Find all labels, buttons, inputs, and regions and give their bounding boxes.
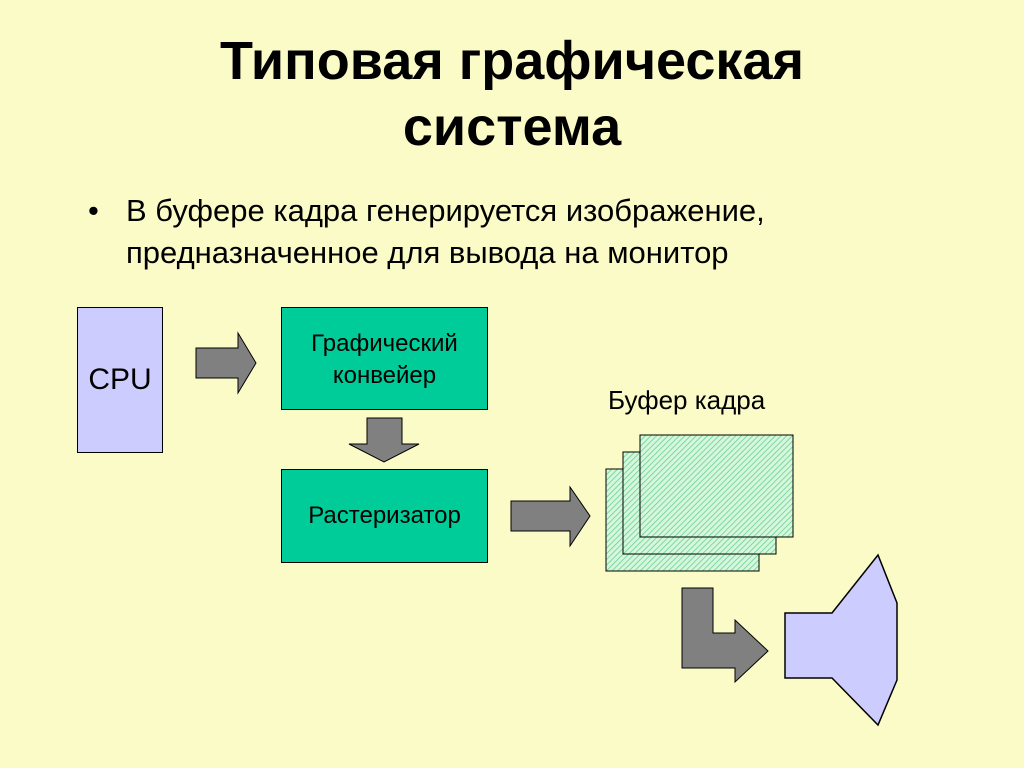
arrow-rasterizer-to-framebuffer: [510, 485, 591, 548]
frame-buffer-stack: [605, 434, 794, 572]
graphics-pipeline-label: Графический конвейер: [311, 328, 458, 392]
rasterizer-label: Растеризатор: [308, 502, 461, 529]
arrow-cpu-to-pipeline: [195, 331, 257, 395]
bullet-text: В буфере кадра генерируется изображение,…: [126, 190, 986, 274]
slide-title-line-1: Типовая графическая: [220, 31, 804, 91]
graphics-pipeline-label-line-2: конвейер: [332, 362, 437, 389]
bullet-marker: •: [88, 193, 99, 228]
slide-title: Типовая графическая система: [0, 28, 1024, 160]
cpu-label: CPU: [88, 363, 152, 396]
arrow-pipeline-to-rasterizer: [348, 417, 420, 463]
graphics-pipeline-label-line-1: Графический: [311, 330, 458, 357]
rasterizer-box: Растеризатор: [281, 469, 488, 563]
frame-buffer-label: Буфер кадра: [608, 385, 766, 415]
bullet-text-line-2: предназначенное для вывода на монитор: [126, 235, 729, 270]
monitor-icon: [784, 553, 898, 727]
frame-buffer-layer-front: [639, 434, 794, 538]
bullet-text-line-1: В буфере кадра генерируется изображение,: [126, 193, 765, 228]
graphics-pipeline-box: Графический конвейер: [281, 307, 488, 410]
slide-title-line-2: система: [402, 97, 622, 157]
cpu-box: CPU: [77, 307, 163, 453]
arrow-framebuffer-to-monitor: [681, 587, 769, 684]
